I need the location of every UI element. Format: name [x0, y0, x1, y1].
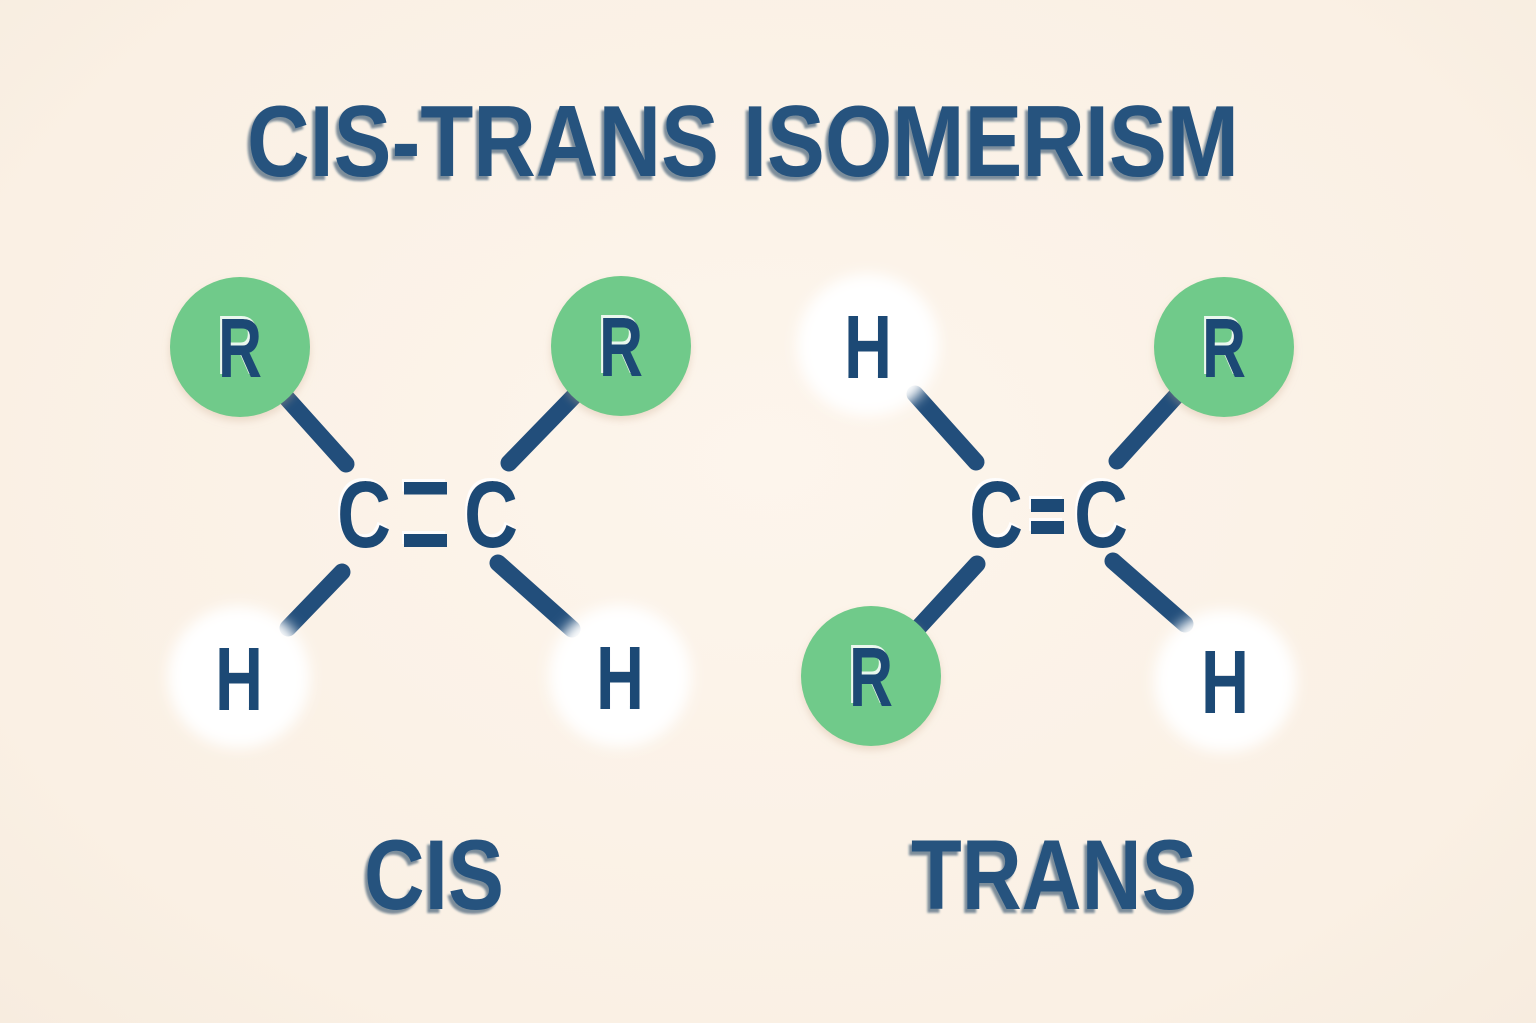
cis-molecule: R R H H C C CIS [168, 276, 691, 930]
carbon-label: C [969, 462, 1023, 568]
trans-label: TRANS [911, 819, 1197, 930]
r-group-circle [801, 606, 941, 746]
double-bond-bar [404, 482, 447, 495]
carbon-label: C [1074, 462, 1128, 568]
bond-line [275, 386, 355, 473]
bond-line [910, 555, 986, 636]
trans-molecule: H R R H C C TRANS [797, 274, 1296, 930]
bond-line [906, 385, 985, 471]
double-bond-bar [1031, 499, 1064, 512]
bond-line [500, 385, 585, 472]
carbon-label: C [337, 462, 391, 568]
hydrogen-label: H [844, 298, 892, 398]
r-group-circle [551, 276, 691, 416]
diagram-title: CIS-TRANS ISOMERISM [247, 86, 1239, 198]
hydrogen-circle [549, 605, 691, 747]
hydrogen-label: H [215, 630, 263, 730]
r-group-label: R [599, 300, 643, 394]
bond-line [1104, 552, 1194, 633]
r-group-circle [1154, 277, 1294, 417]
r-group-circle [170, 277, 310, 417]
bond-line [1108, 387, 1185, 470]
r-group-label: R [218, 301, 262, 395]
carbon-label: C [464, 462, 518, 568]
hydrogen-circle [168, 606, 310, 748]
hydrogen-label: H [1201, 633, 1249, 733]
r-group-label: R [849, 630, 893, 724]
bond-line [279, 563, 351, 637]
double-bond-bar [1031, 521, 1064, 534]
r-group-label: R [1202, 301, 1246, 395]
bond-line [489, 554, 581, 638]
hydrogen-circle [797, 274, 939, 416]
hydrogen-label: H [596, 629, 644, 729]
double-bond-bar [404, 534, 447, 547]
cis-label: CIS [364, 819, 504, 930]
hydrogen-circle [1154, 610, 1296, 752]
